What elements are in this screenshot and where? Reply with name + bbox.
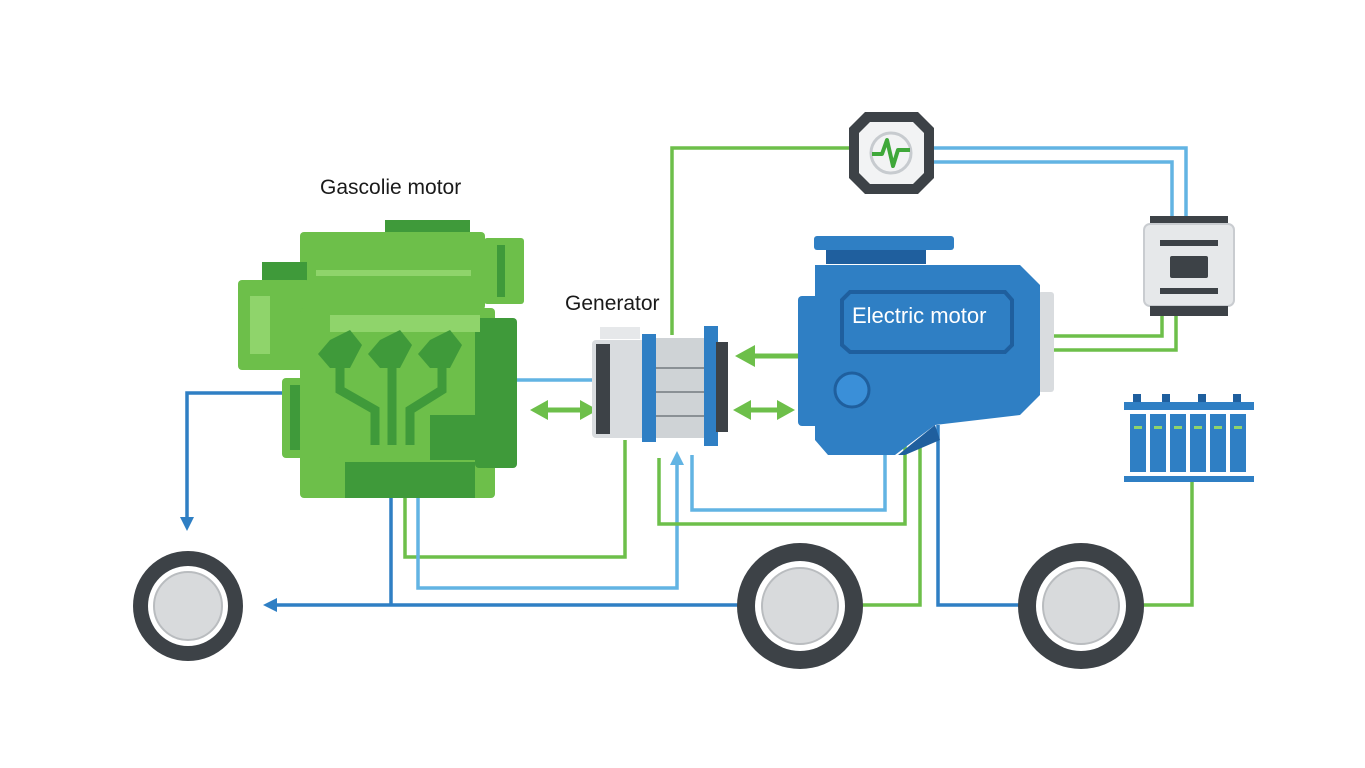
gasoline-engine	[238, 220, 524, 498]
wheel-icon-front-left	[133, 551, 243, 661]
electric-motor-label: Electric motor	[852, 303, 986, 328]
inverter-icon	[1143, 216, 1235, 316]
flow-arrows	[530, 345, 800, 420]
arrowhead-motor-generator	[735, 345, 755, 367]
wire-battery-wheel	[1142, 482, 1194, 607]
wire-motor-generator-green	[657, 435, 907, 526]
wire-motor-generator-blue	[690, 455, 887, 512]
wheel-icon-middle	[737, 543, 863, 669]
wire-controller-inverter	[933, 146, 1188, 218]
arrowhead-right	[580, 400, 598, 420]
wire-inverter-motor	[1052, 312, 1164, 338]
wire-controller-inverter-2	[933, 160, 1174, 218]
arrowhead-left	[530, 400, 548, 420]
wire-engine-front-wheel	[180, 391, 283, 531]
wire-motor-rear-wheel	[936, 425, 1020, 607]
electric-motor	[798, 236, 1054, 455]
generator-label: Generator	[565, 292, 660, 315]
gasoline-motor-label: Gascolie motor	[320, 176, 461, 199]
generator	[592, 326, 728, 446]
wire-generator-loop-green	[403, 440, 627, 559]
wheel-icon-rear-right	[1018, 543, 1144, 669]
arrowhead-gm-left	[733, 400, 751, 420]
wire-inverter-motor-2	[1052, 312, 1178, 352]
connection-lines	[180, 146, 1194, 612]
battery-pack-icon	[1124, 394, 1254, 482]
wire-motor-wheel-green	[862, 440, 922, 607]
controller-icon	[849, 112, 934, 194]
arrowhead-gm-right	[777, 400, 795, 420]
wire-controller-generator	[670, 146, 850, 335]
